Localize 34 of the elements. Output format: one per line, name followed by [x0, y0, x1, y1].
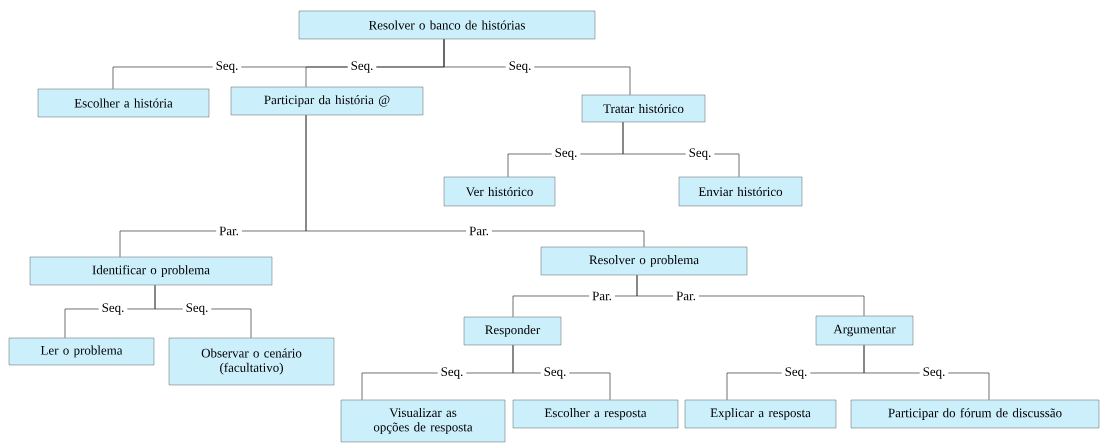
- edge-label: Seq.: [212, 60, 242, 74]
- connector-line: [636, 274, 865, 317]
- edge-label: Seq.: [540, 366, 570, 380]
- edge-label: Seq.: [505, 60, 535, 74]
- connector-line: [305, 114, 645, 248]
- edge-label: Par.: [216, 225, 242, 237]
- task-box: Participar do fórum de discussão: [850, 399, 1100, 429]
- task-box: Visualizar as opções de resposta: [340, 399, 506, 443]
- task-box: Escolher a resposta: [512, 399, 679, 429]
- task-box: Tratar histórico: [581, 94, 706, 123]
- task-box: Ler o problema: [8, 337, 155, 366]
- edge-label: Par.: [589, 290, 615, 302]
- edge-label: Seq.: [437, 366, 467, 380]
- edge-label: Par.: [466, 225, 492, 237]
- edge-label: Par.: [673, 290, 699, 302]
- task-box: Responder: [463, 316, 562, 346]
- task-box: Resolver o banco de histórias: [298, 10, 596, 40]
- edge-label: Seq.: [919, 366, 949, 380]
- edge-label: Seq.: [347, 60, 377, 74]
- task-box: Enviar histórico: [678, 176, 803, 207]
- edge-label: Seq.: [685, 147, 715, 161]
- edge-label: Seq.: [781, 366, 811, 380]
- task-box: Explicar a resposta: [684, 399, 837, 429]
- edge-label: Seq.: [98, 302, 128, 316]
- task-box: Participar da história @: [230, 86, 424, 116]
- edge-label: Seq.: [182, 302, 212, 316]
- connector-line: [443, 38, 631, 96]
- task-box: Observar o cenário (facultativo): [168, 337, 335, 386]
- task-box: Argumentar: [815, 315, 914, 346]
- task-box: Escolher a história: [37, 88, 210, 118]
- task-box: Resolver o problema: [540, 246, 748, 276]
- edge-label: Seq.: [551, 147, 581, 161]
- task-box: Identificar o problema: [29, 256, 273, 286]
- task-box: Ver histórico: [443, 176, 556, 207]
